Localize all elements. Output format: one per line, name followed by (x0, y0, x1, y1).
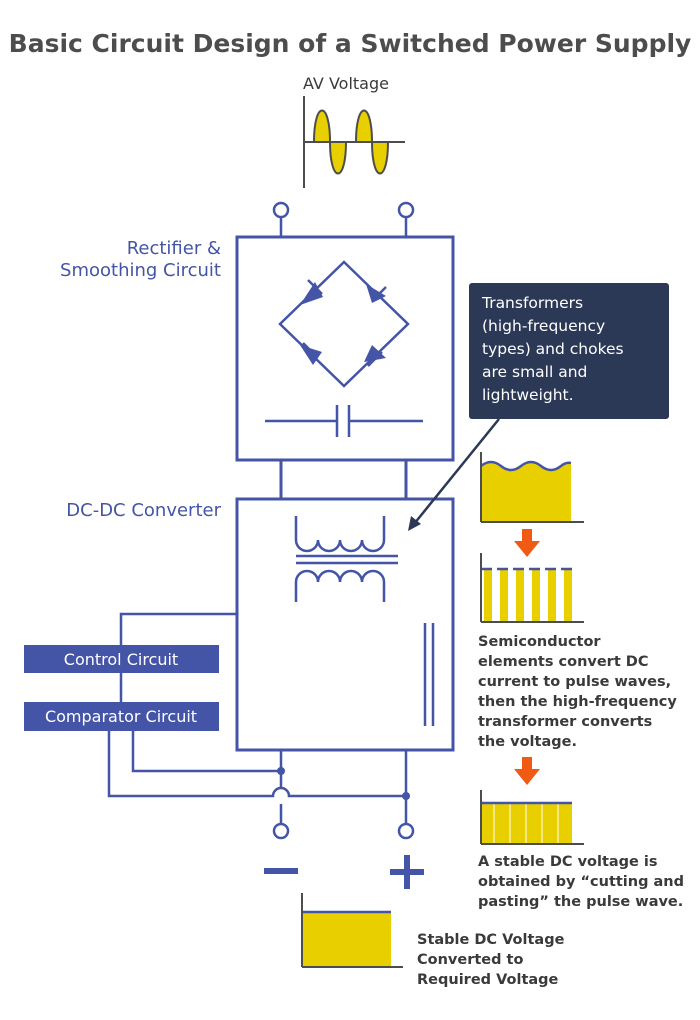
input-terminal-right (397, 201, 415, 219)
stable-note-line-1: A stable DC voltage is (478, 854, 658, 870)
diode-bridge (278, 260, 410, 388)
output-terminal-positive (397, 822, 415, 840)
pulse-note-line-3: current to pulse waves, (478, 674, 671, 690)
down-arrow-icon-2 (514, 757, 540, 785)
feedback-wiring (107, 612, 410, 824)
input-terminal-left (272, 201, 290, 219)
callout-line-1: Transformers (481, 294, 583, 312)
dcdc-converter-label: DC-DC Converter (66, 500, 221, 521)
ac-voltage-label: AV Voltage (303, 74, 389, 93)
rectifier-label-line1: Rectifier & (127, 238, 221, 259)
control-circuit-box (24, 645, 219, 673)
ac-sine-wave (303, 96, 405, 188)
rectifier-box (235, 235, 455, 462)
output-dc-graph (301, 893, 403, 968)
pulse-note-line-5: transformer converts (478, 714, 652, 730)
pulse-waveform (480, 553, 584, 623)
transformer-callout (469, 283, 669, 419)
comparator-circuit-box (24, 702, 219, 731)
rectifier-label-line2: Smoothing Circuit (60, 260, 221, 281)
plus-sign-icon (390, 855, 424, 889)
rectified-dc-waveform (480, 452, 584, 523)
callout-line-4: are small and (482, 363, 587, 381)
stable-note-line-2: obtained by “cutting and (478, 874, 684, 890)
pulse-note-line-2: elements convert DC (478, 654, 649, 670)
output-capacitor (423, 623, 435, 726)
callout-line-5: lightweight. (482, 386, 574, 404)
page-title: Basic Circuit Design of a Switched Power… (9, 29, 692, 58)
output-terminal-negative (272, 822, 290, 840)
pulse-note-line-4: then the high-frequency (478, 694, 677, 710)
transformer (294, 516, 398, 602)
callout-line-2: (high-frequency (482, 317, 605, 335)
comparator-circuit-label: Comparator Circuit (45, 707, 197, 726)
pulse-note-line-6: the voltage. (478, 734, 577, 750)
down-arrow-icon-1 (514, 529, 540, 557)
output-label-line-1: Stable DC Voltage (417, 932, 565, 948)
smoothing-capacitor (265, 405, 423, 437)
dcdc-converter-box (235, 497, 455, 752)
minus-sign-icon (264, 868, 298, 874)
control-circuit-label: Control Circuit (64, 650, 178, 669)
callout-line-3: types) and chokes (482, 340, 624, 358)
callout-pointer-arrow (408, 418, 500, 531)
stable-note-line-3: pasting” the pulse wave. (478, 894, 683, 910)
pulse-note-line-1: Semiconductor (478, 634, 601, 650)
output-label-line-3: Required Voltage (417, 972, 559, 988)
output-label-line-2: Converted to (417, 952, 523, 968)
stable-dc-waveform (480, 790, 584, 845)
